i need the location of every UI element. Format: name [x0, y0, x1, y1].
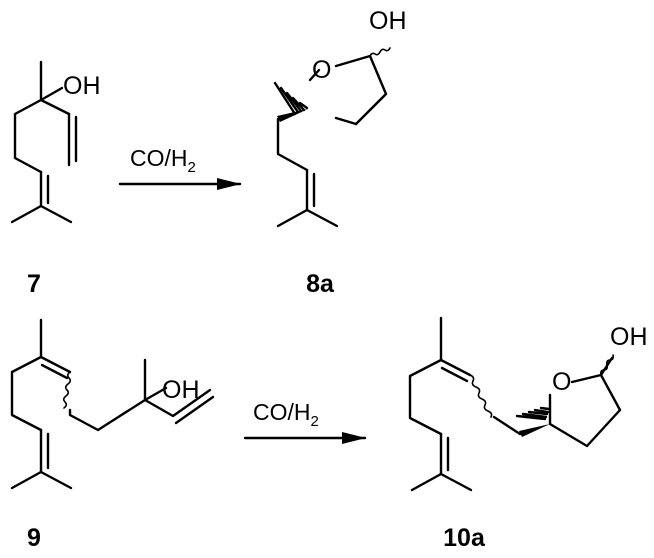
right-chain [68, 358, 147, 432]
ring-oxygen: O [312, 56, 331, 84]
terminal-alkene [439, 432, 450, 476]
compound-label-9: 9 [27, 524, 41, 552]
molecule-7: OH [10, 60, 101, 224]
hydroxyl-group: OH [369, 7, 407, 35]
gem-dimethyl-bonds [10, 470, 73, 490]
reagent-label-1: CO/H2 [130, 145, 196, 176]
hydroxyl-group: OH [610, 323, 648, 351]
bold-wedge-chain [277, 109, 308, 122]
gem-dimethyl-bonds [276, 208, 339, 228]
stereo-undefined-wavy-bond [469, 374, 493, 418]
vinyl-bond [39, 98, 71, 116]
chain-to-ring [492, 415, 522, 436]
carbon-to-hydroxyl-bond [39, 86, 64, 102]
ring-oxygen-bond [570, 373, 603, 384]
reagent-label-2: CO/H2 [253, 399, 319, 430]
gem-dimethyl-bonds [410, 472, 473, 492]
internal-alkene [39, 355, 72, 380]
trisubstituted-alkene [39, 170, 50, 208]
hemiacetal-carbon-bonds [334, 54, 388, 126]
vinyl-bond [143, 388, 215, 425]
hydroxyl-group: OH [63, 72, 101, 100]
trisubstituted-alkene [305, 168, 316, 212]
stereo-undefined-wavy-bond [62, 371, 72, 409]
carbon-to-hydroxyl-bond [143, 386, 168, 402]
anomeric-wavy-bond [600, 354, 614, 376]
hashed-wedge-methyl [273, 81, 309, 116]
side-chain [276, 117, 309, 172]
alkyl-chain [13, 98, 43, 174]
left-chain [10, 355, 43, 432]
anomeric-wavy-bond [369, 47, 391, 57]
hashed-wedge-methyl [515, 406, 551, 421]
ring-ether-bond [334, 116, 358, 126]
ring-oxygen: O [552, 368, 571, 396]
bold-wedge-chain [519, 424, 550, 437]
internal-alkene [439, 358, 472, 383]
hydroxyl-group: OH [162, 376, 200, 404]
reaction-arrow-2: CO/H2 [243, 399, 367, 444]
vinyl-double-bond [67, 112, 78, 167]
left-chain [408, 358, 443, 436]
ring-oxygen-bond [308, 68, 321, 82]
reaction-arrow-1: CO/H2 [118, 145, 242, 190]
compound-label-7: 7 [27, 270, 41, 298]
compound-label-10a: 10a [443, 524, 486, 552]
molecule-10a: O OH [408, 316, 648, 492]
terminal-alkene [39, 428, 50, 474]
ring-bonds [548, 373, 622, 448]
gem-dimethyl-bonds [10, 204, 73, 224]
compound-label-8a: 8a [306, 270, 335, 298]
molecule-8a: O OH [273, 7, 407, 228]
molecule-9: OH [10, 318, 215, 490]
